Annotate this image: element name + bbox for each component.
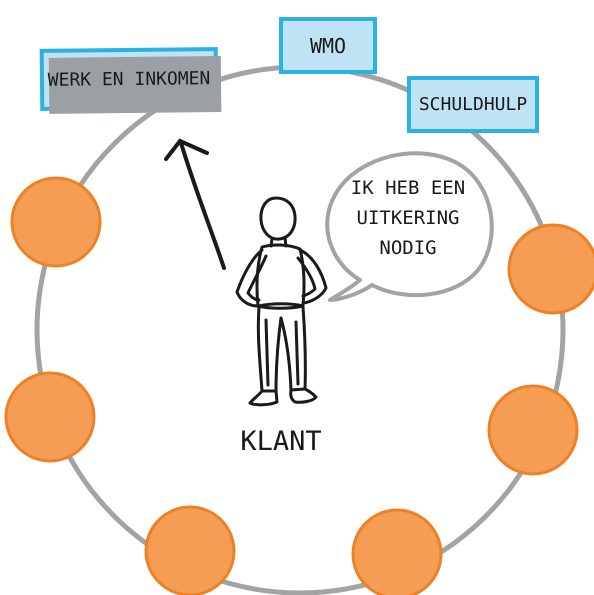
right-leg [279, 305, 307, 392]
node-left-top [10, 176, 102, 268]
node-bottom-left [144, 505, 236, 595]
node-left-bottom [4, 371, 96, 463]
speech-bubble [325, 151, 494, 302]
node-bottom-right [351, 508, 443, 595]
left-arm [235, 248, 264, 308]
speech-bubble-text: IK HEB EEN UITKERING NODIG [343, 173, 473, 263]
box-schuldhulp: SCHULDHULP [407, 76, 542, 136]
speech-line-3: NODIG [379, 237, 437, 259]
node-right-bottom [487, 384, 579, 476]
arrow-head [164, 138, 209, 161]
speech-line-1: IK HEB EEN [350, 177, 466, 199]
box-schuldhulp-label: SCHULDHULP [418, 94, 528, 115]
orange-nodes [4, 176, 594, 595]
klant-label: KLANT [240, 426, 322, 457]
node-right-top [507, 223, 594, 315]
box-wmo-label: WMO [309, 33, 347, 58]
box-wmo: WMO [279, 17, 380, 77]
right-shoe [289, 387, 318, 404]
arrow [164, 138, 226, 270]
head [259, 196, 297, 241]
torso [255, 243, 306, 310]
ring [34, 64, 566, 595]
klant-figure [235, 196, 328, 407]
arrow-shaft [179, 141, 226, 270]
left-shoe [248, 389, 279, 407]
box-werk-en-inkomen: WERK EN INKOMEN [39, 47, 219, 111]
left-leg [256, 305, 283, 393]
speech-line-2: UITKERING [356, 207, 460, 229]
box-werk-en-inkomen-label: WERK EN INKOMEN [47, 67, 211, 91]
right-arm [298, 248, 328, 305]
